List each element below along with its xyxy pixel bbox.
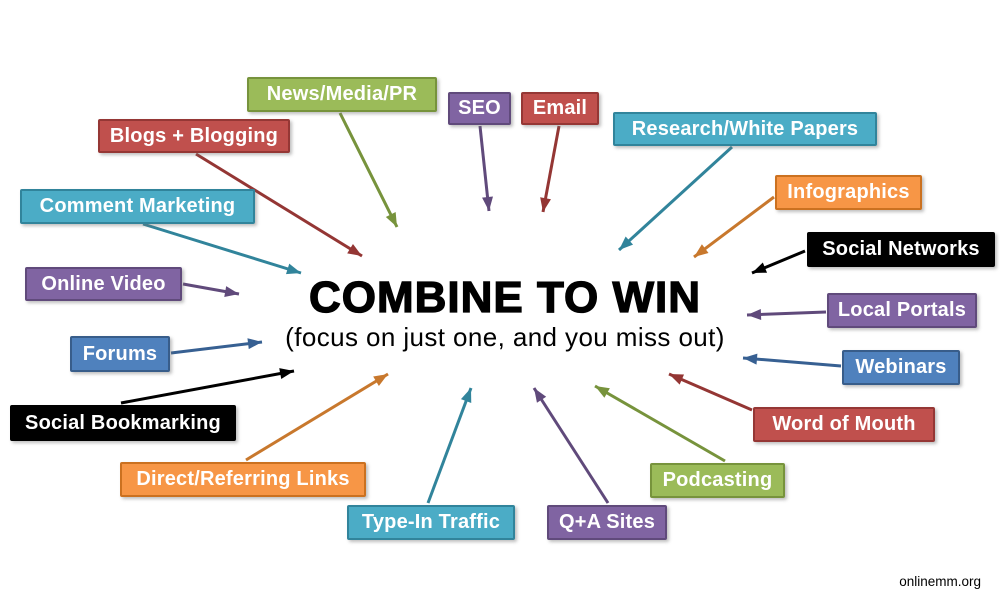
page-title: COMBINE TO WIN — [308, 273, 702, 322]
node-email: Email — [521, 92, 599, 125]
arrow-type-in-traffic — [426, 387, 473, 504]
node-blogs-blogging: Blogs + Blogging — [98, 119, 290, 153]
arrow-podcasting — [594, 384, 726, 463]
arrow-infographics — [693, 195, 775, 259]
node-social-networks: Social Networks — [807, 232, 995, 267]
arrow-qa-sites — [532, 387, 610, 504]
node-local-portals: Local Portals — [827, 293, 977, 328]
arrow-type-in-traffic-head — [460, 388, 472, 404]
arrow-comment-marketing — [142, 222, 302, 275]
page-subtitle: (focus on just one, and you miss out) — [285, 322, 725, 352]
arrow-infographics-head — [694, 244, 709, 257]
arrow-seo-head — [482, 196, 493, 211]
arrow-word-of-mouth-head — [669, 374, 685, 385]
node-word-of-mouth: Word of Mouth — [753, 407, 935, 442]
arrow-social-networks — [751, 249, 806, 275]
node-infographics: Infographics — [775, 175, 922, 210]
node-podcasting: Podcasting — [650, 463, 785, 498]
node-seo: SEO — [448, 92, 511, 125]
node-direct-referring-links: Direct/Referring Links — [120, 462, 366, 497]
arrow-webinars — [742, 356, 842, 368]
node-webinars: Webinars — [842, 350, 960, 385]
arrow-social-networks-head — [752, 262, 768, 273]
arrow-direct-referring-links-head — [373, 374, 388, 386]
arrow-seo — [478, 125, 491, 212]
arrow-webinars-head — [743, 353, 758, 365]
node-qa-sites: Q+A Sites — [547, 505, 667, 540]
arrow-social-bookmarking-head — [279, 368, 294, 379]
node-type-in-traffic: Type-In Traffic — [347, 505, 515, 540]
arrow-news-media-pr-head — [385, 212, 397, 227]
arrow-comment-marketing-head — [285, 263, 301, 275]
arrow-blogs-blogging-head — [347, 243, 362, 256]
arrow-email-head — [540, 197, 551, 212]
node-forums: Forums — [70, 336, 170, 372]
watermark: onlinemm.org — [899, 574, 981, 589]
node-social-bookmarking: Social Bookmarking — [10, 405, 236, 441]
arrow-qa-sites-head — [534, 388, 547, 403]
arrow-direct-referring-links — [245, 372, 389, 462]
node-news-media-pr: News/Media/PR — [247, 77, 437, 112]
arrow-email — [541, 125, 561, 213]
arrow-word-of-mouth — [668, 372, 753, 412]
arrow-research-white-papers — [617, 145, 734, 252]
node-research-white-papers: Research/White Papers — [613, 112, 877, 146]
arrow-social-bookmarking — [120, 369, 295, 405]
arrow-research-white-papers-head — [619, 236, 634, 250]
node-comment-marketing: Comment Marketing — [20, 189, 255, 224]
node-online-video: Online Video — [25, 267, 182, 301]
arrow-podcasting-head — [595, 386, 610, 398]
arrow-news-media-pr — [338, 112, 399, 228]
